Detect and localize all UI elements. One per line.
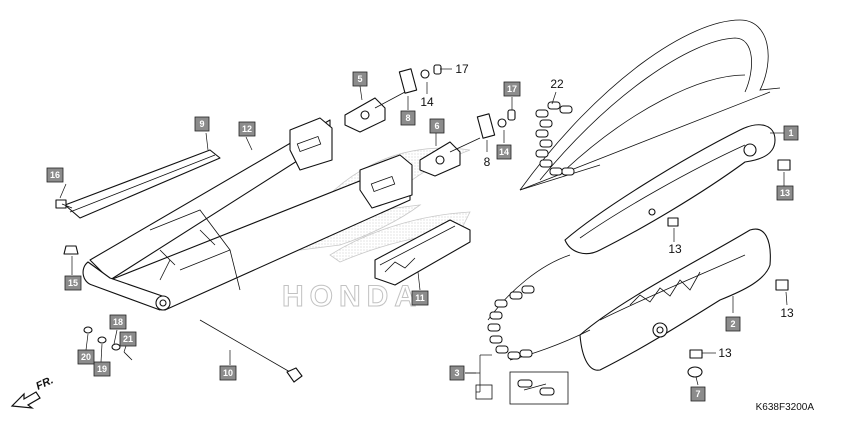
label-13-case-bolt-lower: 13 — [718, 346, 732, 360]
chain-links-lower — [487, 285, 535, 360]
badge-17: 17 — [503, 81, 521, 97]
chain-case-lower — [579, 228, 771, 371]
leader-lines — [59, 68, 788, 386]
svg-text:14: 14 — [499, 147, 509, 157]
badge-5: 5 — [352, 71, 368, 87]
svg-text:8: 8 — [405, 113, 410, 123]
chain-adjuster-right — [419, 109, 516, 177]
badge-1: 1 — [783, 125, 799, 141]
master-link-box — [509, 371, 569, 405]
chain-guide — [374, 219, 471, 286]
svg-text:10: 10 — [223, 368, 233, 378]
svg-text:18: 18 — [113, 317, 123, 327]
label-14-plain: 14 — [420, 95, 434, 109]
badge-8: 8 — [400, 110, 416, 126]
svg-text:5: 5 — [357, 74, 362, 84]
swingarm — [82, 117, 413, 311]
svg-text:20: 20 — [81, 352, 91, 362]
honda-watermark-text: HONDA — [282, 280, 422, 313]
svg-text:7: 7 — [695, 389, 700, 399]
small-hardware — [55, 159, 791, 378]
badge-9: 9 — [194, 116, 210, 132]
badge-6: 6 — [429, 118, 445, 134]
svg-text:9: 9 — [199, 119, 204, 129]
badge-18: 18 — [109, 314, 127, 330]
svg-text:3: 3 — [454, 368, 459, 378]
badge-11: 11 — [411, 290, 429, 306]
badge-21: 21 — [119, 331, 137, 347]
chain-links-upper — [535, 101, 575, 176]
label-13-case-bolt-right: 13 — [780, 306, 794, 320]
label-13-case-bolt-top: 13 — [668, 242, 682, 256]
svg-text:1: 1 — [788, 128, 793, 138]
chain-case-upper — [564, 124, 776, 255]
svg-text:6: 6 — [434, 121, 439, 131]
label-22: 22 — [550, 77, 564, 91]
svg-text:13: 13 — [780, 188, 790, 198]
badge-14: 14 — [496, 144, 512, 160]
svg-text:11: 11 — [415, 293, 425, 303]
badge-20: 20 — [77, 349, 95, 365]
svg-text:15: 15 — [68, 278, 78, 288]
diagram-reference-code: K638F3200A — [756, 402, 815, 413]
pivot-bolt — [199, 319, 303, 383]
badge-3: 3 — [449, 365, 465, 381]
badge-12: 12 — [238, 121, 256, 137]
front-direction-label: FR. — [34, 374, 55, 392]
badge-16: 16 — [46, 167, 64, 183]
svg-text:17: 17 — [507, 84, 517, 94]
drive-chain-upper — [519, 19, 781, 191]
svg-text:21: 21 — [123, 334, 133, 344]
badge-2: 2 — [725, 316, 741, 332]
chain-adjuster-left — [344, 64, 442, 133]
label-8-plain: 8 — [484, 155, 491, 169]
front-direction-arrow: FR. — [10, 374, 55, 409]
badge-15: 15 — [64, 275, 82, 291]
label-17-plain: 17 — [455, 62, 469, 76]
badge-10: 10 — [219, 365, 237, 381]
badge-19: 19 — [93, 361, 111, 377]
chain-slider — [64, 149, 221, 219]
svg-text:16: 16 — [50, 170, 60, 180]
drive-chain-lower — [465, 254, 591, 405]
svg-text:12: 12 — [242, 124, 252, 134]
badge-7: 7 — [690, 386, 706, 402]
svg-text:2: 2 — [730, 319, 735, 329]
svg-text:19: 19 — [97, 364, 107, 374]
badge-13-upper-right: 13 — [776, 185, 794, 201]
